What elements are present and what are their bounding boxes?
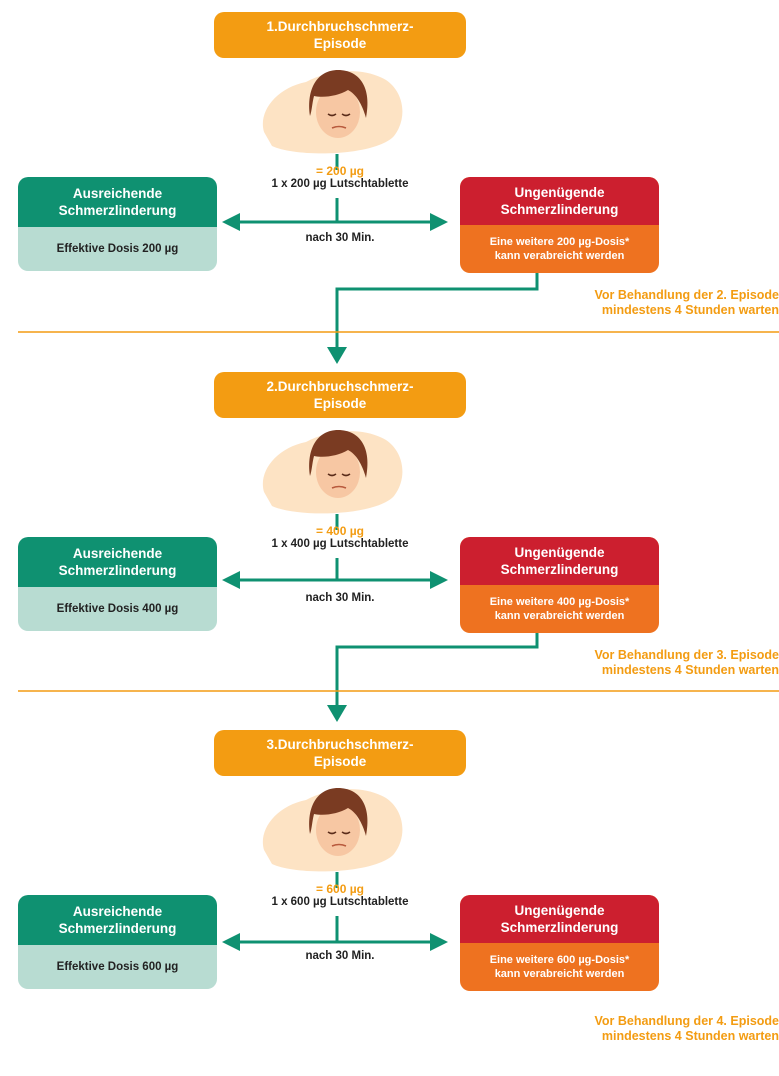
episode-title: 2.Durchbruchschmerz- Episode — [214, 372, 466, 418]
flow-connectors — [18, 154, 779, 951]
tablet-dose: 1 x 200 µg Lutschtablette — [271, 178, 409, 190]
tablet-dose: 1 x 400 µg Lutschtablette — [271, 538, 409, 550]
patient-face-icon — [262, 788, 403, 872]
interval-label: nach 30 Min. — [305, 232, 375, 244]
interval-label: nach 30 Min. — [305, 950, 375, 962]
insufficient-relief-card: Ungenügende Schmerzlinderung Eine weiter… — [460, 177, 659, 273]
interval-label: nach 30 Min. — [305, 592, 375, 604]
dose-total: = 400 µg — [316, 524, 364, 538]
dose-total: = 600 µg — [316, 882, 364, 896]
insufficient-relief-header: Ungenügende Schmerzlinderung — [460, 895, 659, 943]
episode-1: 1.Durchbruchschmerz- Episode = 200 µg 1 … — [0, 0, 779, 358]
insufficient-relief-header: Ungenügende Schmerzlinderung — [460, 177, 659, 225]
insufficient-relief-card: Ungenügende Schmerzlinderung Eine weiter… — [460, 895, 659, 991]
effective-dose: Effektive Dosis 400 µg — [56, 603, 179, 615]
effective-dose: Effektive Dosis 200 µg — [56, 243, 179, 255]
extra-dose-note: Eine weitere 600 µg-Dosis* kann verabrei… — [489, 954, 630, 980]
wait-note: Vor Behandlung der 2. Episode mindestens… — [594, 288, 779, 317]
episode-3: 3.Durchbruchschmerz- Episode = 600 µg 1 … — [0, 718, 779, 1076]
wait-note-final: Vor Behandlung der 4. Episode mindestens… — [594, 1014, 779, 1043]
extra-dose-note: Eine weitere 400 µg-Dosis* kann verabrei… — [489, 596, 630, 622]
insufficient-relief-card: Ungenügende Schmerzlinderung Eine weiter… — [460, 537, 659, 633]
sufficient-relief-header: Ausreichende Schmerzlinderung — [18, 895, 217, 945]
patient-face-icon — [262, 70, 403, 154]
sufficient-relief-header: Ausreichende Schmerzlinderung — [18, 537, 217, 587]
insufficient-relief-header: Ungenügende Schmerzlinderung — [460, 537, 659, 585]
sufficient-relief-card: Ausreichende Schmerzlinderung Effektive … — [18, 177, 217, 271]
tablet-dose: 1 x 600 µg Lutschtablette — [271, 896, 409, 908]
dose-total: = 200 µg — [316, 164, 364, 178]
episode-title: 1.Durchbruchschmerz- Episode — [214, 12, 466, 58]
wait-note: Vor Behandlung der 3. Episode mindestens… — [594, 648, 779, 677]
extra-dose-note: Eine weitere 200 µg-Dosis* kann verabrei… — [489, 236, 630, 262]
sufficient-relief-card: Ausreichende Schmerzlinderung Effektive … — [18, 895, 217, 989]
patient-face-icon — [262, 430, 403, 514]
episode-2: 2.Durchbruchschmerz- Episode = 400 µg 1 … — [0, 360, 779, 718]
episode-title: 3.Durchbruchschmerz- Episode — [214, 730, 466, 776]
sufficient-relief-header: Ausreichende Schmerzlinderung — [18, 177, 217, 227]
sufficient-relief-card: Ausreichende Schmerzlinderung Effektive … — [18, 537, 217, 631]
effective-dose: Effektive Dosis 600 µg — [56, 961, 179, 973]
